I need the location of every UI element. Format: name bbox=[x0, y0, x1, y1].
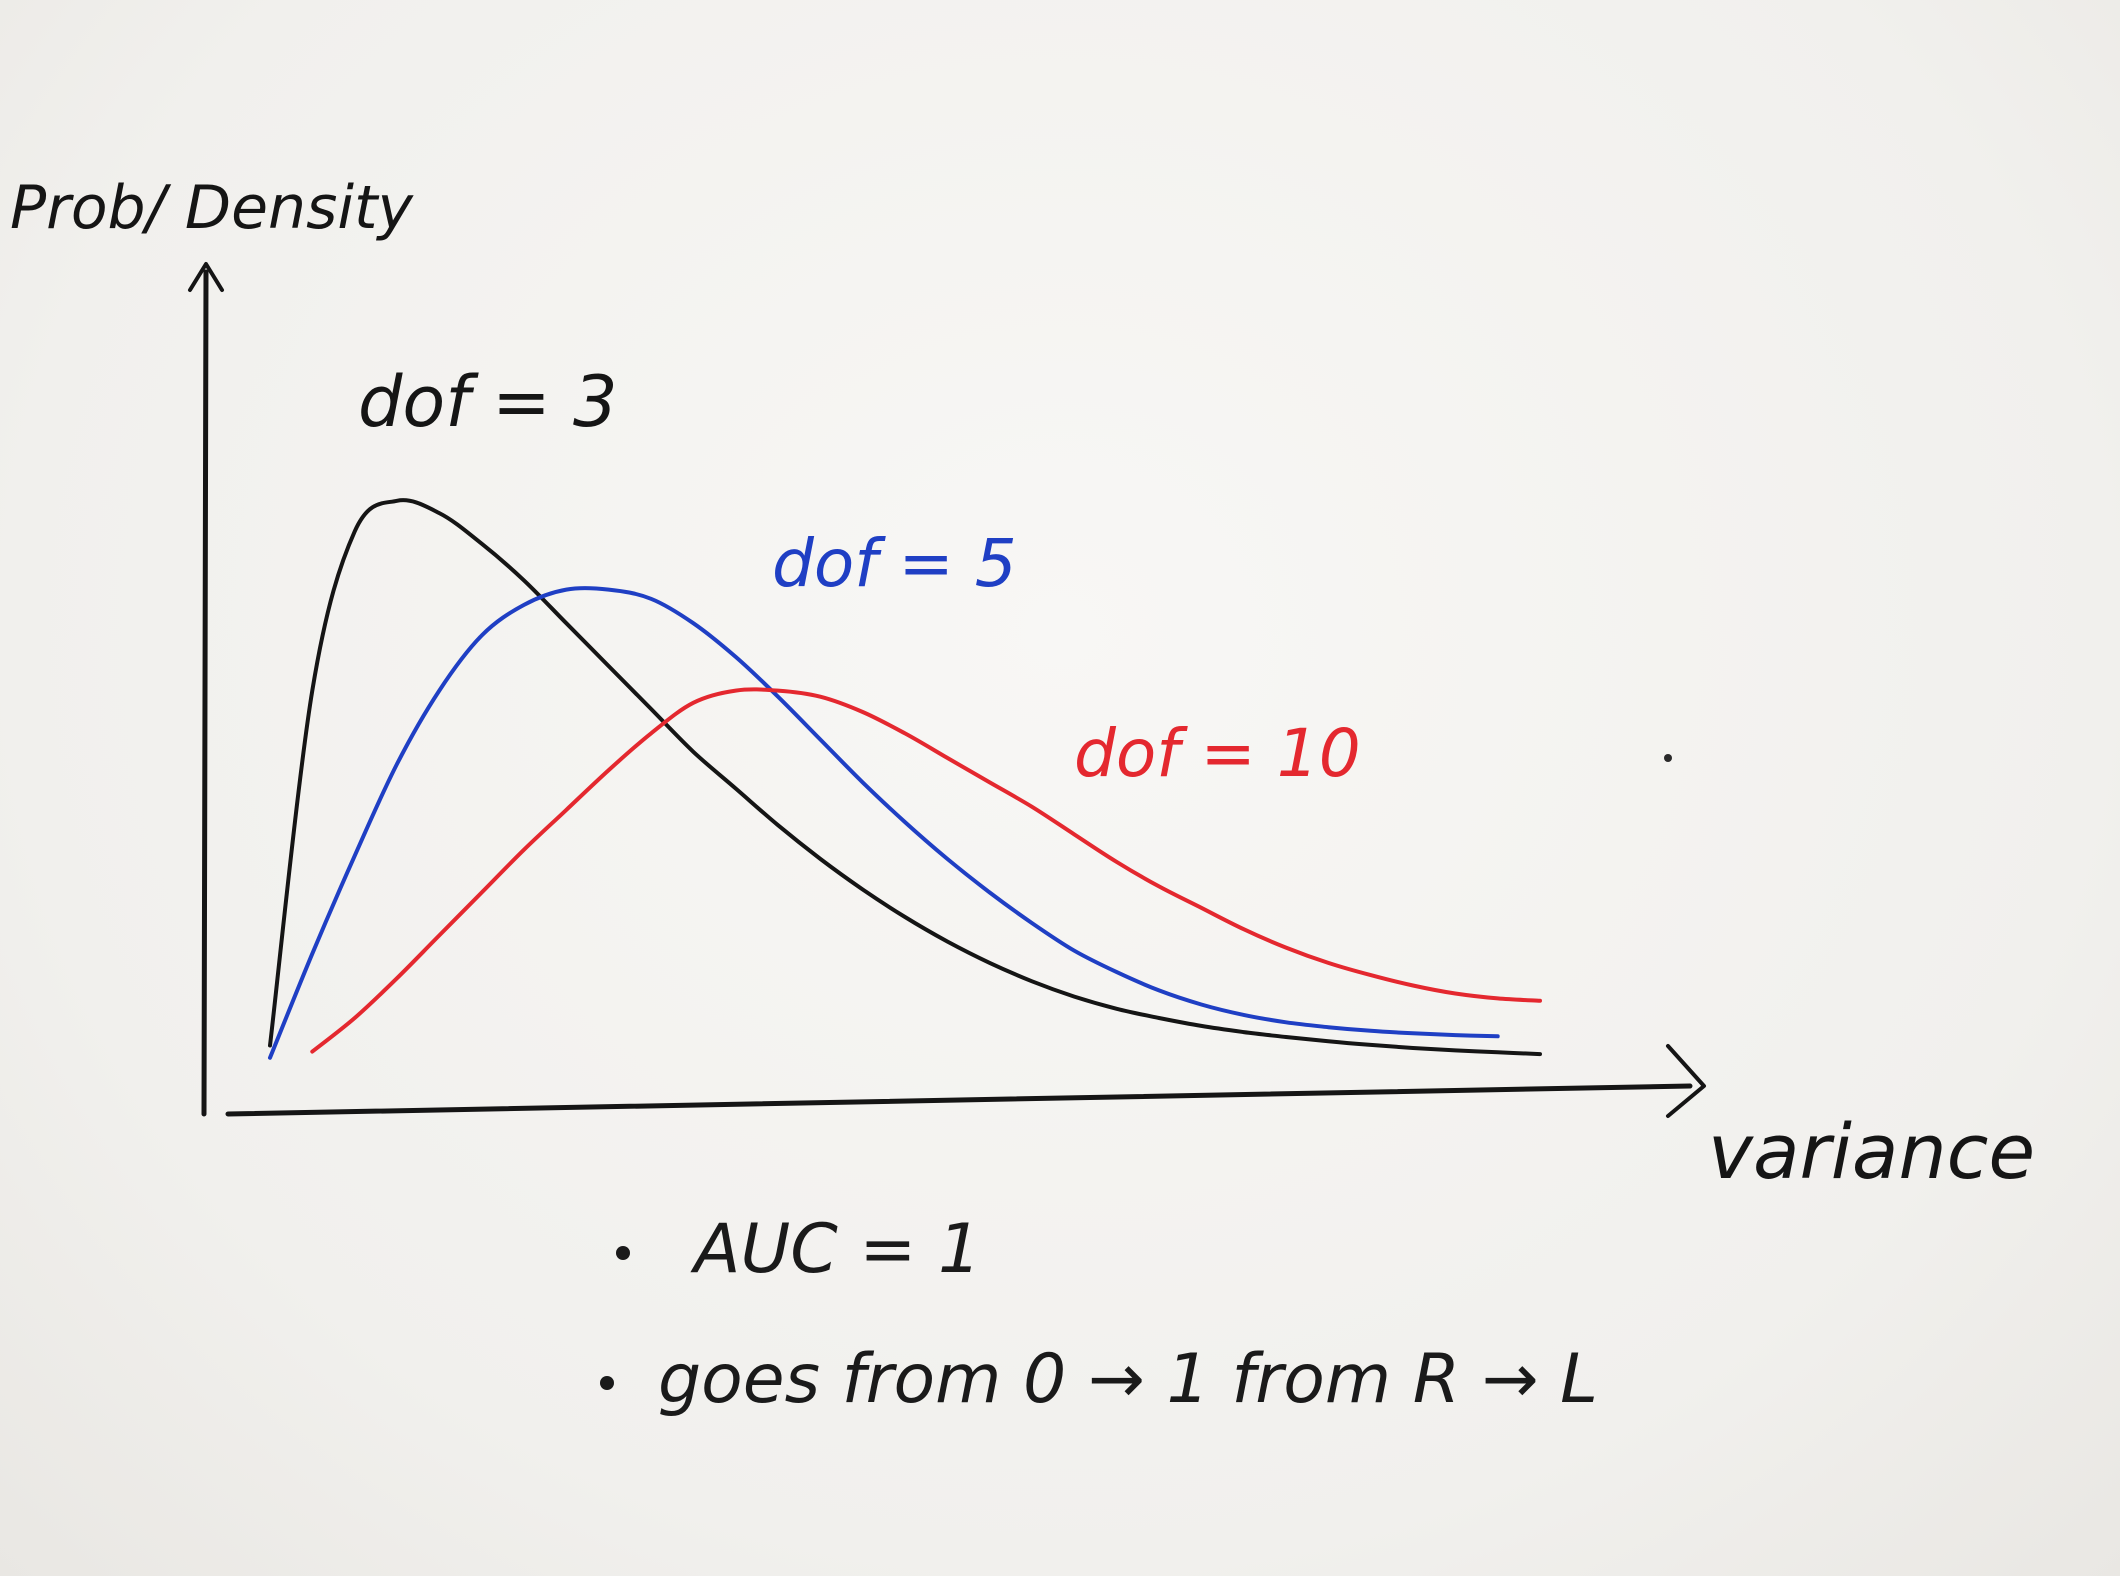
auc-note-text: AUC = 1 bbox=[694, 1210, 982, 1289]
auc-note: AUC = 1 bbox=[616, 1210, 981, 1289]
series-label-dof-10: dof = 10 bbox=[1074, 715, 1361, 792]
bullet-icon bbox=[600, 1376, 614, 1391]
goes-note: goes from 0 → 1 from R → L bbox=[600, 1340, 1598, 1419]
series-line-dof-5 bbox=[268, 586, 1500, 1060]
goes-note-text: goes from 0 → 1 from R → L bbox=[658, 1340, 1599, 1419]
series-line-dof-10 bbox=[310, 687, 1542, 1054]
y-axis-arrowhead bbox=[188, 262, 224, 292]
y-axis bbox=[201, 269, 209, 1117]
x-axis-arrowhead bbox=[1666, 1044, 1706, 1118]
series-label-dof-5: dof = 5 bbox=[772, 525, 1017, 602]
series-line-dof-3 bbox=[268, 498, 1542, 1057]
stray-dot bbox=[1664, 754, 1672, 762]
x-axis-label: variance bbox=[1708, 1107, 2035, 1196]
x-axis bbox=[225, 1083, 1693, 1117]
y-axis-label: Prob/ Density bbox=[10, 173, 415, 243]
bullet-icon bbox=[616, 1246, 630, 1261]
series-label-dof-3: dof = 3 bbox=[358, 361, 618, 443]
